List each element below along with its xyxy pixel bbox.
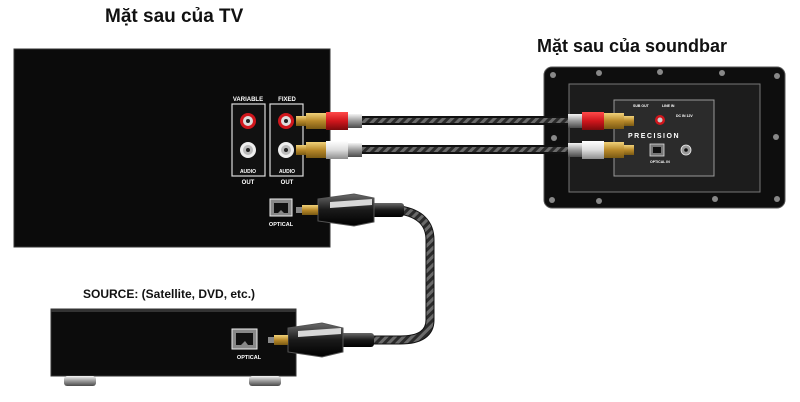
soundbar-back-panel xyxy=(543,66,786,209)
rca-cable-red xyxy=(296,112,634,130)
tv-audio-label-1: AUDIO xyxy=(240,169,256,175)
source-title: SOURCE: (Satellite, DVD, etc.) xyxy=(83,287,256,301)
tv-optical-label: OPTICAL xyxy=(269,222,294,228)
tv-variable-white-jack xyxy=(240,142,256,158)
soundbar-optical-in-port xyxy=(649,143,665,157)
tv-back-title: Mặt sau của TV xyxy=(105,6,244,27)
source-device xyxy=(50,308,297,386)
soundbar-dc-in-jack xyxy=(680,144,692,156)
tv-audio-label-2: AUDIO xyxy=(279,169,295,175)
source-optical-port: OPTICAL xyxy=(231,328,262,361)
tv-optical-port: OPTICAL xyxy=(269,198,294,228)
tv-fixed-label: FIXED xyxy=(278,97,296,103)
tv-variable-label: VARIABLE xyxy=(233,97,263,103)
tv-out-label-1: OUT xyxy=(242,180,255,186)
tv-variable-red-jack xyxy=(240,113,256,129)
tv-out-label-2: OUT xyxy=(281,180,294,186)
soundbar-connector-panel: SUB OUT LINE IN PRECISION OPTICAL IN DC … xyxy=(628,104,693,164)
soundbar-sub-out-label: SUB OUT xyxy=(633,104,650,108)
optical-cable xyxy=(268,193,435,358)
soundbar-line-in-red-jack xyxy=(655,115,665,125)
tv-audio-out-panel: VARIABLE FIXED AUDIO AUDIO OUT OUT xyxy=(231,97,304,186)
soundbar-line-in-label: LINE IN xyxy=(662,104,675,108)
source-left-foot xyxy=(64,376,96,386)
source-right-foot xyxy=(249,376,281,386)
source-optical-label: OPTICAL xyxy=(237,355,262,361)
tv-fixed-red-jack xyxy=(278,113,294,129)
soundbar-dc-label: DC IN 12V xyxy=(676,114,693,118)
soundbar-back-title: Mặt sau của soundbar xyxy=(537,36,728,56)
soundbar-optical-label: OPTICAL IN xyxy=(650,160,670,164)
soundbar-brand: PRECISION xyxy=(628,133,680,140)
rca-cable-white xyxy=(296,141,634,159)
tv-fixed-white-jack xyxy=(278,142,294,158)
